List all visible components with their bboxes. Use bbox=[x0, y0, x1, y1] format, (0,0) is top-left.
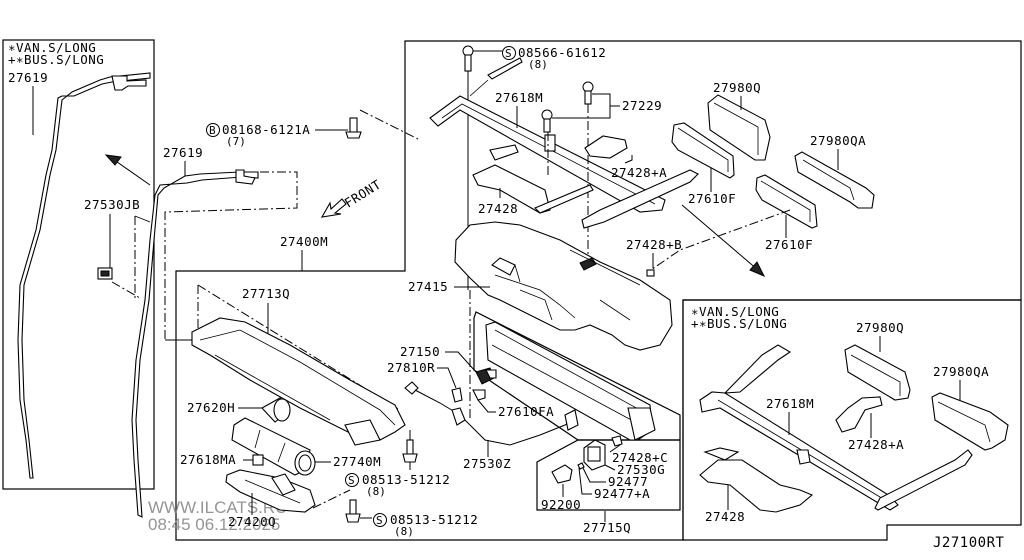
duct-27415: 27415 bbox=[408, 221, 673, 420]
inset-bracket-27428 bbox=[699, 459, 814, 513]
gasket-27610f-b: 27610F bbox=[647, 174, 818, 273]
bracket-27428-a: 27428+A bbox=[581, 135, 699, 229]
part-label-27415[interactable]: 27415 bbox=[408, 279, 448, 294]
right-inset: ∗VAN.S/LONG +∗BUS.S/LONG 27980Q 27980QA … bbox=[691, 304, 1009, 524]
part-label-92200[interactable]: 92200 bbox=[541, 497, 581, 512]
part-label-27619-inset[interactable]: 27619 bbox=[8, 70, 48, 85]
part-label-27530jb[interactable]: 27530JB bbox=[84, 197, 140, 212]
fastener-08168-6121a[interactable]: B 08168-6121A (7) bbox=[206, 109, 421, 148]
inset-part-label-27618m[interactable]: 27618M bbox=[766, 396, 814, 411]
part-label-27428-b[interactable]: 27428+B bbox=[626, 237, 682, 252]
part-label-27620h[interactable]: 27620H bbox=[187, 400, 235, 415]
outlet-27980qa: 27980QA bbox=[794, 133, 875, 209]
gasket-27610f-a: 27610F bbox=[671, 122, 736, 206]
bracket-27428: 27428 bbox=[472, 144, 594, 216]
part-label-27610f-a[interactable]: 27610F bbox=[688, 191, 736, 206]
fastener-qty: (8) bbox=[366, 485, 386, 498]
fastener-qty: (7) bbox=[226, 135, 246, 148]
watermark: WWW.ILCATS.RU 08:45 06.12.2025 bbox=[148, 498, 287, 534]
inset-part-label-27980q[interactable]: 27980Q bbox=[856, 320, 904, 335]
part-label-27229[interactable]: 27229 bbox=[622, 98, 662, 113]
sensor-27150: 27150 bbox=[400, 344, 497, 385]
part-label-27740m[interactable]: 27740M bbox=[333, 454, 381, 469]
screws-27229: 27229 bbox=[541, 81, 662, 255]
part-label-27713q[interactable]: 27713Q bbox=[242, 286, 290, 301]
part-label-27428-c[interactable]: 27428+C bbox=[612, 450, 668, 465]
pad-27610fa: 27610FA bbox=[472, 389, 554, 419]
inset-part-label-27428[interactable]: 27428 bbox=[705, 509, 745, 524]
right-inset-note-2: +∗BUS.S/LONG bbox=[691, 316, 787, 331]
part-label-27610f-b[interactable]: 27610F bbox=[765, 237, 813, 252]
part-label-27530z[interactable]: 27530Z bbox=[463, 456, 511, 471]
sub-assembly-27715q-frame bbox=[536, 439, 681, 511]
cover-27420q: 27420Q bbox=[225, 469, 351, 529]
hose-27619: 27619 bbox=[104, 145, 298, 518]
fastener-symbol-s: S bbox=[376, 514, 383, 527]
part-label-92477[interactable]: 92477 bbox=[608, 474, 648, 489]
housing-27713q: 27713Q bbox=[165, 284, 406, 446]
watermark-site: WWW.ILCATS.RU bbox=[148, 498, 287, 517]
fastener-number-08513-51212-a[interactable]: 08513-51212 bbox=[362, 472, 450, 487]
assembly-27400m: 27400M bbox=[280, 234, 328, 271]
fastener-qty: (8) bbox=[394, 525, 414, 538]
sub-assembly-27715q: 27428+C 27530G 92477 92477+A 92200 27715… bbox=[541, 435, 668, 535]
inset-part-label-27428a[interactable]: 27428+A bbox=[848, 437, 904, 452]
fastener-number-08513-51212-b[interactable]: 08513-51212 bbox=[390, 512, 478, 527]
inset-rail bbox=[874, 449, 973, 511]
inset-bracket-27428a bbox=[835, 396, 883, 433]
front-label: FRONT bbox=[342, 177, 384, 211]
direction-arrow-right bbox=[681, 204, 766, 277]
front-arrow-icon bbox=[320, 198, 347, 218]
part-label-27715q[interactable]: 27715Q bbox=[583, 520, 631, 535]
part-label-27980qa[interactable]: 27980QA bbox=[810, 133, 866, 148]
part-label-27420q[interactable]: 27420Q bbox=[228, 514, 276, 529]
fastener-symbol-s: S bbox=[348, 474, 355, 487]
fastener-number-08566-61612[interactable]: 08566-61612 bbox=[518, 45, 606, 60]
inset-part-label-27980qa[interactable]: 27980QA bbox=[933, 364, 989, 379]
hose-connector-inset bbox=[111, 75, 147, 91]
fastener-symbol-b: B bbox=[209, 124, 216, 137]
part-label-27530g[interactable]: 27530G bbox=[617, 462, 665, 477]
fastener-08513-51212-b[interactable]: S 08513-51212 (8) bbox=[345, 499, 478, 538]
left-inset-note-2: +∗BUS.S/LONG bbox=[8, 52, 104, 67]
part-label-27980q[interactable]: 27980Q bbox=[713, 80, 761, 95]
part-label-27618m[interactable]: 27618M bbox=[495, 90, 543, 105]
part-label-27428[interactable]: 27428 bbox=[478, 201, 518, 216]
hose-27619-inset bbox=[17, 72, 151, 479]
front-indicator: FRONT bbox=[320, 177, 384, 218]
right-inset-note-1: ∗VAN.S/LONG bbox=[691, 304, 779, 319]
part-label-27810r[interactable]: 27810R bbox=[387, 360, 435, 375]
part-label-27610fa[interactable]: 27610FA bbox=[498, 404, 554, 419]
relay-27810r: 27810R bbox=[387, 360, 463, 403]
inset-outlet-27980q bbox=[844, 344, 911, 401]
motor-27740m: 27740M bbox=[231, 417, 381, 476]
clip-27428-b: 27428+B bbox=[626, 237, 682, 277]
part-label-27619[interactable]: 27619 bbox=[163, 145, 203, 160]
part-label-92477-a[interactable]: 92477+A bbox=[594, 486, 650, 501]
watermark-timestamp: 08:45 06.12.2025 bbox=[148, 515, 280, 534]
fastener-symbol-s: S bbox=[505, 47, 512, 60]
part-label-27618ma[interactable]: 27618MA bbox=[180, 452, 236, 467]
diagram-code: J27100RT bbox=[933, 535, 1005, 551]
bracket-27618ma: 27618MA bbox=[180, 452, 264, 467]
fastener-number-08168-6121a[interactable]: 08168-6121A bbox=[222, 122, 310, 137]
harness-27530z: 27530Z bbox=[404, 381, 579, 471]
outlet-27980q: 27980Q bbox=[707, 80, 771, 161]
right-inset-frame bbox=[682, 299, 1022, 541]
part-label-27428-a[interactable]: 27428+A bbox=[611, 165, 667, 180]
filter-27620h: 27620H bbox=[187, 397, 291, 423]
duct-panel bbox=[485, 321, 656, 441]
part-label-27400m[interactable]: 27400M bbox=[280, 234, 328, 249]
left-inset: ∗VAN.S/LONG +∗BUS.S/LONG 27619 bbox=[8, 40, 151, 479]
fastener-qty: (8) bbox=[528, 58, 548, 71]
left-inset-frame bbox=[2, 39, 155, 490]
clip-27530jb: 27530JB bbox=[84, 197, 151, 299]
inset-outlet-27980qa bbox=[931, 392, 1009, 451]
left-inset-note-1: ∗VAN.S/LONG bbox=[8, 40, 96, 55]
fastener-08513-51212-a[interactable]: S 08513-51212 (8) bbox=[345, 430, 451, 498]
part-label-27150[interactable]: 27150 bbox=[400, 344, 440, 359]
fastener-08566-61612[interactable]: S 08566-61612 (8) bbox=[462, 45, 606, 290]
